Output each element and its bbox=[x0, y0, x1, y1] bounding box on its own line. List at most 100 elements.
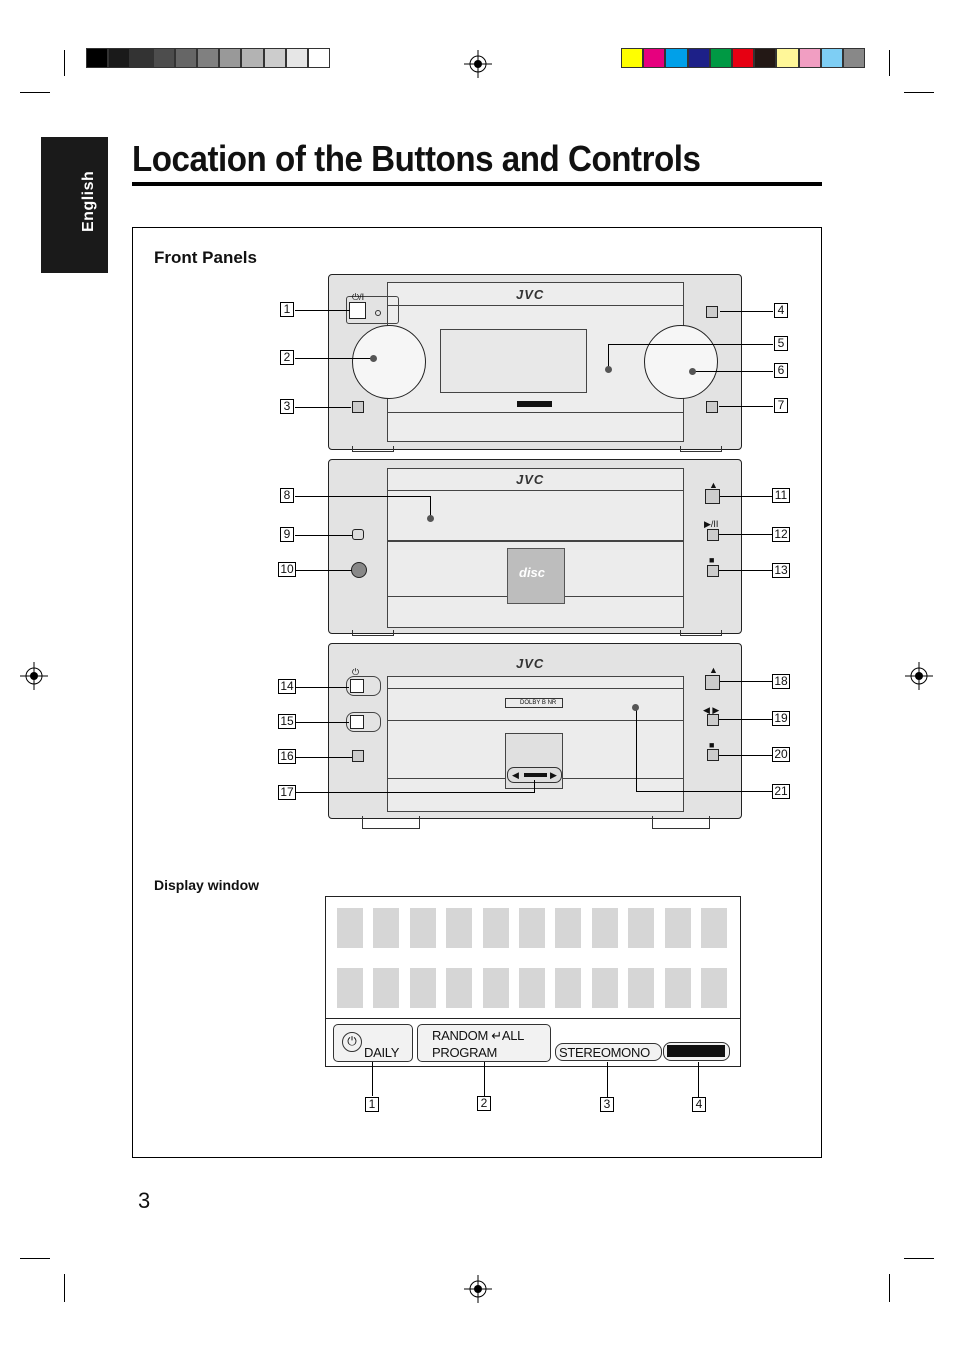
power-icon: ⏻/I bbox=[352, 292, 365, 302]
callout-8: 8 bbox=[280, 488, 294, 503]
jvc-logo: JVC bbox=[516, 656, 545, 671]
calibration-swatch bbox=[241, 48, 264, 68]
program-label: PROGRAM bbox=[432, 1045, 498, 1060]
cd-button-9[interactable] bbox=[352, 529, 364, 540]
callout-7: 7 bbox=[774, 398, 788, 413]
calibration-swatch bbox=[285, 48, 308, 68]
calibration-swatch bbox=[621, 48, 644, 68]
character-segment bbox=[409, 908, 436, 948]
character-segment bbox=[628, 908, 655, 948]
calibration-swatch bbox=[687, 48, 710, 68]
character-segment bbox=[446, 968, 473, 1008]
disc-logo: disc bbox=[519, 565, 546, 580]
calibration-swatch bbox=[665, 48, 688, 68]
character-segment bbox=[664, 908, 691, 948]
character-segment bbox=[373, 968, 400, 1008]
stop-icon: ■ bbox=[709, 555, 715, 565]
timer-button[interactable] bbox=[350, 679, 364, 693]
calibration-swatch bbox=[130, 48, 153, 68]
callout-3: 3 bbox=[280, 399, 294, 414]
tape-play-icon: ◀ ▶ bbox=[703, 705, 720, 715]
character-segment bbox=[591, 968, 618, 1008]
registration-target-icon bbox=[464, 50, 492, 78]
eject-icon: ▲ bbox=[709, 665, 718, 675]
callout-16: 16 bbox=[278, 749, 296, 764]
tape-eject-button[interactable] bbox=[705, 675, 720, 690]
calibration-swatch bbox=[709, 48, 732, 68]
character-segment bbox=[701, 908, 727, 948]
stereo-mono-label: STEREOMONO bbox=[559, 1045, 650, 1060]
calibration-swatch bbox=[308, 48, 331, 68]
crop-mark bbox=[20, 92, 50, 93]
play-mode-indicator bbox=[417, 1024, 551, 1062]
callout-21: 21 bbox=[772, 784, 790, 799]
callout-15: 15 bbox=[278, 714, 296, 729]
jvc-logo: JVC bbox=[516, 287, 545, 302]
callout-18: 18 bbox=[772, 674, 790, 689]
daily-label: DAILY bbox=[364, 1045, 400, 1060]
character-segment bbox=[664, 968, 691, 1008]
calibration-swatch bbox=[820, 48, 843, 68]
character-segment bbox=[337, 968, 363, 1008]
character-segment bbox=[519, 968, 545, 1008]
callout-17: 17 bbox=[278, 785, 296, 800]
multi-control-knob[interactable] bbox=[644, 325, 718, 399]
crop-mark bbox=[20, 1258, 50, 1259]
panel-button-4[interactable] bbox=[706, 306, 718, 318]
forward-icon: ▶ bbox=[550, 770, 557, 780]
eject-icon: ▲ bbox=[709, 480, 718, 490]
calibration-swatch bbox=[776, 48, 799, 68]
calibration-swatch bbox=[643, 48, 666, 68]
calibration-swatch bbox=[798, 48, 821, 68]
calibration-swatch bbox=[197, 48, 220, 68]
title-rule bbox=[132, 182, 822, 186]
callout-2: 2 bbox=[280, 350, 294, 365]
display-callout-3: 3 bbox=[600, 1097, 614, 1112]
crop-mark bbox=[64, 1274, 65, 1302]
deck-button-16[interactable] bbox=[352, 750, 364, 762]
language-tab-label: English bbox=[80, 170, 97, 232]
cd-stop-button[interactable] bbox=[707, 565, 719, 577]
timer-icon: ⏻ bbox=[352, 667, 360, 677]
display-callout-2: 2 bbox=[477, 1096, 491, 1111]
callout-11: 11 bbox=[772, 488, 790, 503]
volume-knob[interactable] bbox=[352, 325, 426, 399]
registration-target-icon bbox=[20, 662, 48, 690]
display-window-panel bbox=[440, 329, 587, 393]
character-segment bbox=[555, 908, 582, 948]
callout-9: 9 bbox=[280, 527, 294, 542]
character-segment bbox=[519, 908, 545, 948]
tape-play-button[interactable] bbox=[707, 714, 719, 726]
character-segment bbox=[337, 908, 363, 948]
stereo-mono-indicator bbox=[555, 1043, 662, 1061]
content-frame bbox=[132, 227, 822, 1158]
calibration-swatch bbox=[219, 48, 242, 68]
character-segment bbox=[409, 968, 436, 1008]
calibration-swatch bbox=[754, 48, 777, 68]
tape-stop-button[interactable] bbox=[707, 749, 719, 761]
calibration-swatch bbox=[108, 48, 131, 68]
timer-indicator-icon: ⏻ bbox=[342, 1032, 362, 1052]
cd-eject-button[interactable] bbox=[705, 489, 720, 504]
panel-button-3[interactable] bbox=[352, 401, 364, 413]
standby-on-button[interactable] bbox=[349, 302, 366, 319]
callout-20: 20 bbox=[772, 747, 790, 762]
character-segment bbox=[446, 908, 473, 948]
jvc-logo: JVC bbox=[516, 472, 545, 487]
deck-button-15[interactable] bbox=[350, 715, 364, 729]
panel-button-7[interactable] bbox=[706, 401, 718, 413]
display-window-diagram bbox=[325, 896, 741, 1067]
phones-jack[interactable] bbox=[351, 562, 367, 578]
cd-play-pause-button[interactable] bbox=[707, 529, 719, 541]
callout-13: 13 bbox=[772, 563, 790, 578]
calibration-swatch bbox=[86, 48, 109, 68]
character-segment bbox=[591, 908, 618, 948]
stop-icon: ■ bbox=[709, 740, 715, 750]
crop-mark bbox=[904, 1258, 934, 1259]
character-segment bbox=[555, 968, 582, 1008]
callout-5: 5 bbox=[774, 336, 788, 351]
crop-mark bbox=[889, 50, 890, 76]
random-all-label: RANDOM ↵ALL bbox=[432, 1028, 525, 1043]
display-callout-1: 1 bbox=[365, 1097, 379, 1112]
character-segment bbox=[628, 968, 655, 1008]
